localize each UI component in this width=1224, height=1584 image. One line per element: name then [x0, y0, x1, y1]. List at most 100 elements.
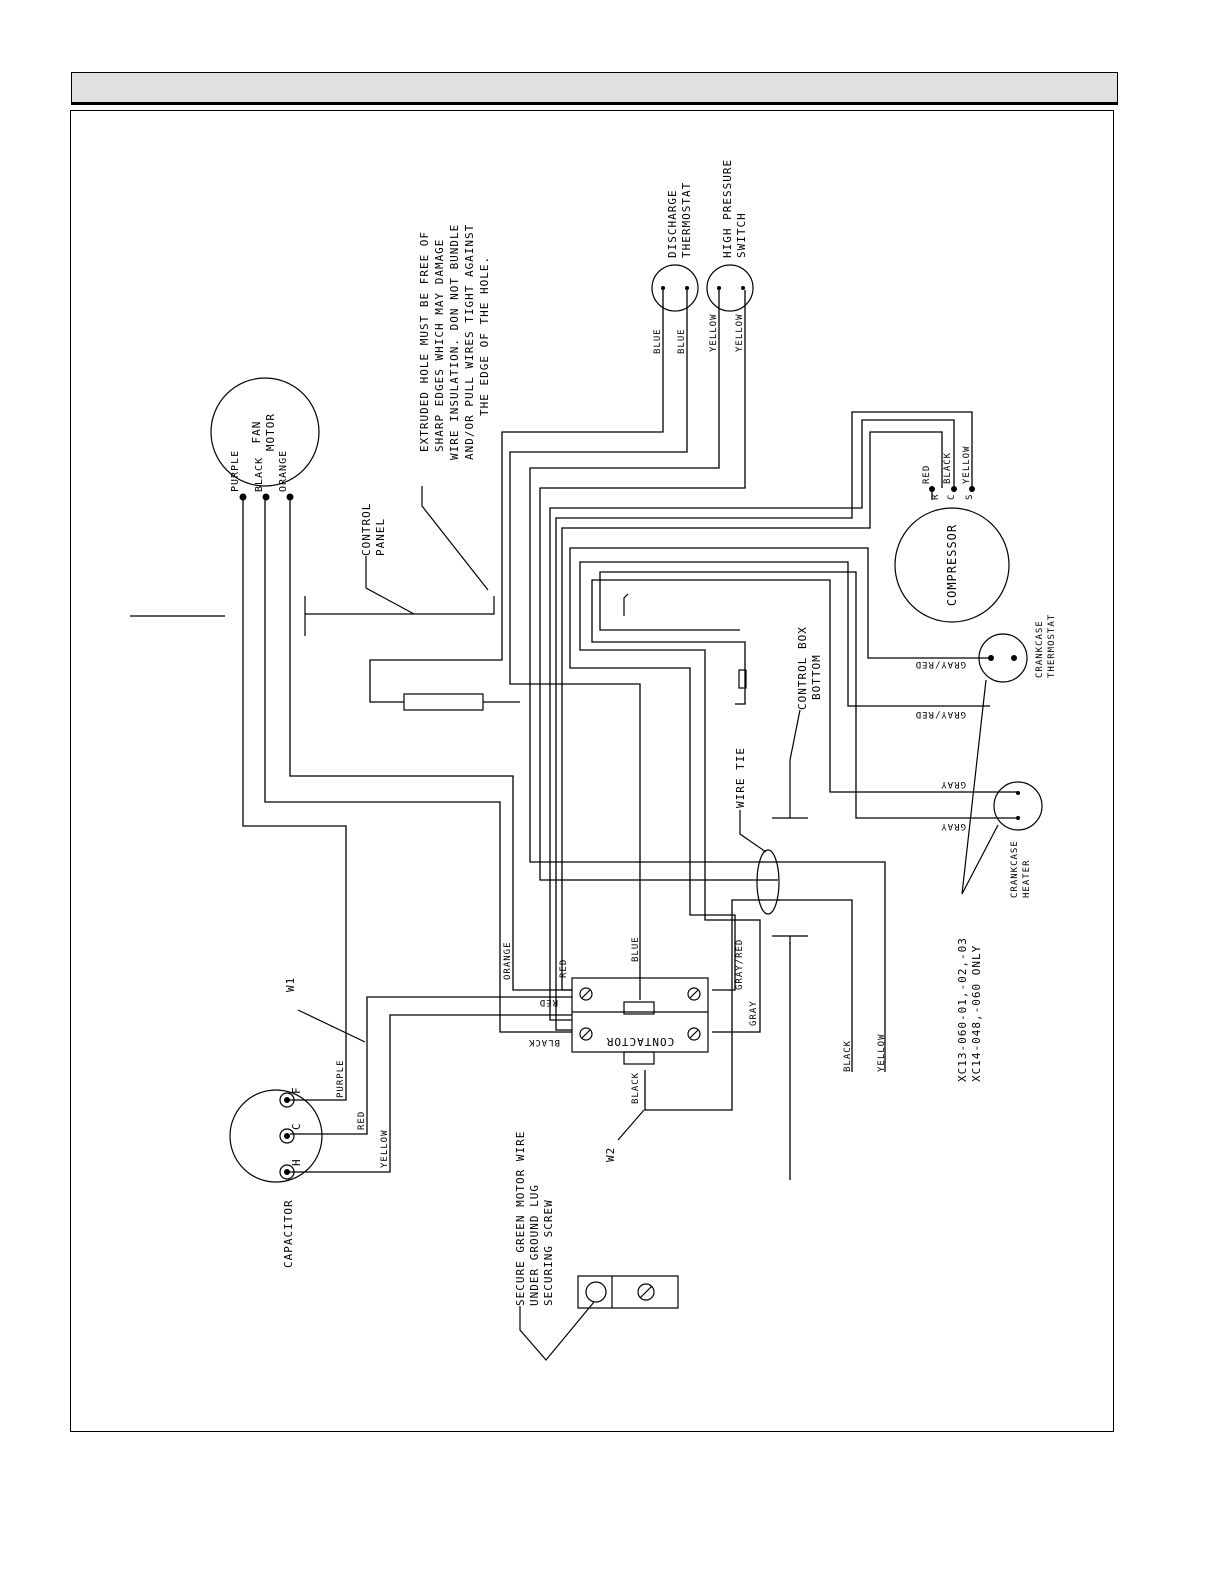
extruded-hole-note-4: AND/OR PULL WIRES TIGHT AGAINST: [463, 224, 476, 460]
capacitor-terminal-f: F: [290, 1086, 303, 1094]
hook: [623, 593, 629, 616]
wire-red-capacitor: [290, 996, 572, 1135]
control-panel-label-1: CONTROL: [360, 503, 373, 556]
extruded-hole-note-3: WIRE INSULATION. DON NOT BUNDLE: [448, 224, 461, 460]
diagram-frame: [70, 110, 1114, 1432]
compressor-terminal-c: C: [947, 494, 957, 500]
contactor-label: CONTACTOR: [606, 1035, 675, 1048]
wire-blue-2: [509, 290, 688, 1000]
wire-orange-fan: [289, 498, 572, 991]
crankcase-thermostat-label-2: THERMOSTAT: [1047, 614, 1057, 678]
wire-black-out: [778, 899, 853, 1072]
ground-note-3: SECURING SCREW: [542, 1199, 555, 1306]
compressor-terminal-r: R: [931, 494, 941, 500]
wire-black-comp: [549, 419, 955, 1021]
extruded-hole-note: EXTRUDED HOLE MUST BE FREE OF SHARP EDGE…: [418, 224, 491, 591]
small-fuse: [738, 669, 747, 689]
wire-label-blue-contactor: BLUE: [631, 936, 641, 962]
wire-label-gray-2: GRAY: [940, 821, 966, 831]
extruded-hole-note-1: EXTRUDED HOLE MUST BE FREE OF: [418, 231, 431, 452]
wire-label-black-left: BLACK: [528, 1037, 560, 1047]
wire-yellow-hps-2: [539, 290, 778, 881]
extruded-hole-leader: [421, 486, 489, 591]
capacitor: F C H CAPACITOR: [229, 1086, 323, 1268]
crankcase-heater-label-2: HEATER: [1022, 859, 1032, 898]
wire-label-black-contactor: BLACK: [631, 1072, 641, 1104]
wire-black-fan: [264, 498, 572, 1033]
wire-label-gray-contactor: GRAY: [749, 1000, 759, 1026]
fan-motor-label-2: MOTOR: [264, 413, 277, 451]
wire-label-grayred-1: GRAY/RED: [915, 659, 966, 669]
discharge-thermostat-label-1: DISCHARGE: [666, 189, 679, 258]
wire-label-purple-cap: PURPLE: [336, 1059, 346, 1098]
control-box-edge: [772, 760, 808, 819]
control-panel-edge: [304, 596, 495, 636]
header-bar: [71, 72, 1118, 103]
wires: [242, 290, 1018, 1180]
wire-label-orange: ORANGE: [503, 941, 513, 980]
capacitor-terminal-c: C: [290, 1122, 303, 1130]
wire-label-black-bottom: BLACK: [843, 1040, 853, 1072]
wire-label-red-contactor: RED: [559, 959, 569, 978]
wire-label-red-cap: RED: [357, 1111, 367, 1130]
discharge-thermostat-label-2: THERMOSTAT: [680, 182, 693, 258]
wire-label-gray-1: GRAY: [940, 779, 966, 789]
wire-label-yellow-hps-1: YELLOW: [709, 313, 719, 352]
wire-label-grayred-2: GRAY/RED: [915, 709, 966, 719]
control-box-leader: [789, 709, 801, 761]
wire-tie-leader: [739, 810, 767, 853]
crankcase-heater: CRANKCASE HEATER: [993, 781, 1043, 898]
wire-red-comp: [561, 431, 943, 991]
wire-label-grayred-contactor: GRAY/RED: [735, 939, 745, 990]
high-pressure-switch: HIGH PRESSURE SWITCH: [706, 159, 754, 312]
compressor: COMPRESSOR R C S: [894, 486, 1010, 623]
wire-label-blue-1: BLUE: [653, 328, 663, 354]
wire-purple: [242, 498, 347, 1101]
high-pressure-switch-label-2: SWITCH: [735, 212, 748, 258]
wire-yellow-comp: [555, 411, 973, 1031]
wire-label-black-comp: BLACK: [943, 452, 953, 484]
wire-grayred-1: [569, 547, 990, 991]
wire-tie-label: WIRE TIE: [734, 747, 747, 808]
inline-fuse: [403, 693, 484, 711]
wire-label-yellow-cap: YELLOW: [380, 1129, 390, 1168]
w1-leader: [297, 1009, 366, 1043]
wire-blue-1: [369, 290, 664, 703]
control-box-label-1: CONTROL BOX: [796, 626, 809, 710]
wire-label-orange-fan: ORANGE: [278, 450, 289, 492]
wire-label-yellow-bottom: YELLOW: [877, 1033, 887, 1072]
control-panel-leader: [365, 556, 415, 615]
wire-label-yellow-hps-2: YELLOW: [735, 313, 745, 352]
crankcase-thermostat-label-1: CRANKCASE: [1035, 620, 1045, 678]
ground-note-2: UNDER GROUND LUG: [528, 1184, 541, 1306]
wire-w2-black: [644, 899, 780, 1111]
wire-label-black-fan: BLACK: [254, 457, 265, 492]
wire-gray-2: [599, 571, 1018, 819]
extruded-hole-note-2: SHARP EDGES WHICH MAY DAMAGE: [433, 239, 446, 452]
ground-note-1: SECURE GREEN MOTOR WIRE: [514, 1131, 527, 1306]
wire-label-blue-2: BLUE: [677, 328, 687, 354]
extruded-hole-note-5: THE EDGE OF THE HOLE.: [478, 256, 491, 416]
control-panel-label-2: PANEL: [374, 518, 387, 556]
ground-leader: [519, 1301, 595, 1361]
high-pressure-switch-label-1: HIGH PRESSURE: [721, 159, 734, 258]
model-note-leaders: [961, 679, 999, 895]
wire-label-yellow-comp: YELLOW: [962, 445, 972, 484]
discharge-thermostat: DISCHARGE THERMOSTAT: [651, 182, 699, 312]
w2-leader: [617, 1109, 645, 1141]
contactor: CONTACTOR: [571, 977, 709, 1065]
capacitor-terminal-h: H: [290, 1158, 303, 1166]
crankcase-thermostat: CRANKCASE THERMOSTAT: [978, 614, 1057, 683]
w1-label: W1: [284, 977, 297, 992]
wire-tie-edge: [772, 935, 808, 944]
wire-label-purple-fan: PURPLE: [230, 450, 241, 492]
wire-grayred-2: [579, 561, 990, 1033]
model-note-2: XC14-048,-060 ONLY: [970, 945, 983, 1082]
wire-yellow-capacitor: [290, 1014, 572, 1173]
capacitor-label: CAPACITOR: [282, 1199, 295, 1268]
compressor-terminal-s: S: [965, 494, 975, 500]
wire-label-red-comp: RED: [922, 465, 932, 484]
control-box-bottom: CONTROL BOX BOTTOM: [772, 626, 823, 819]
compressor-label: COMPRESSOR: [945, 524, 959, 606]
